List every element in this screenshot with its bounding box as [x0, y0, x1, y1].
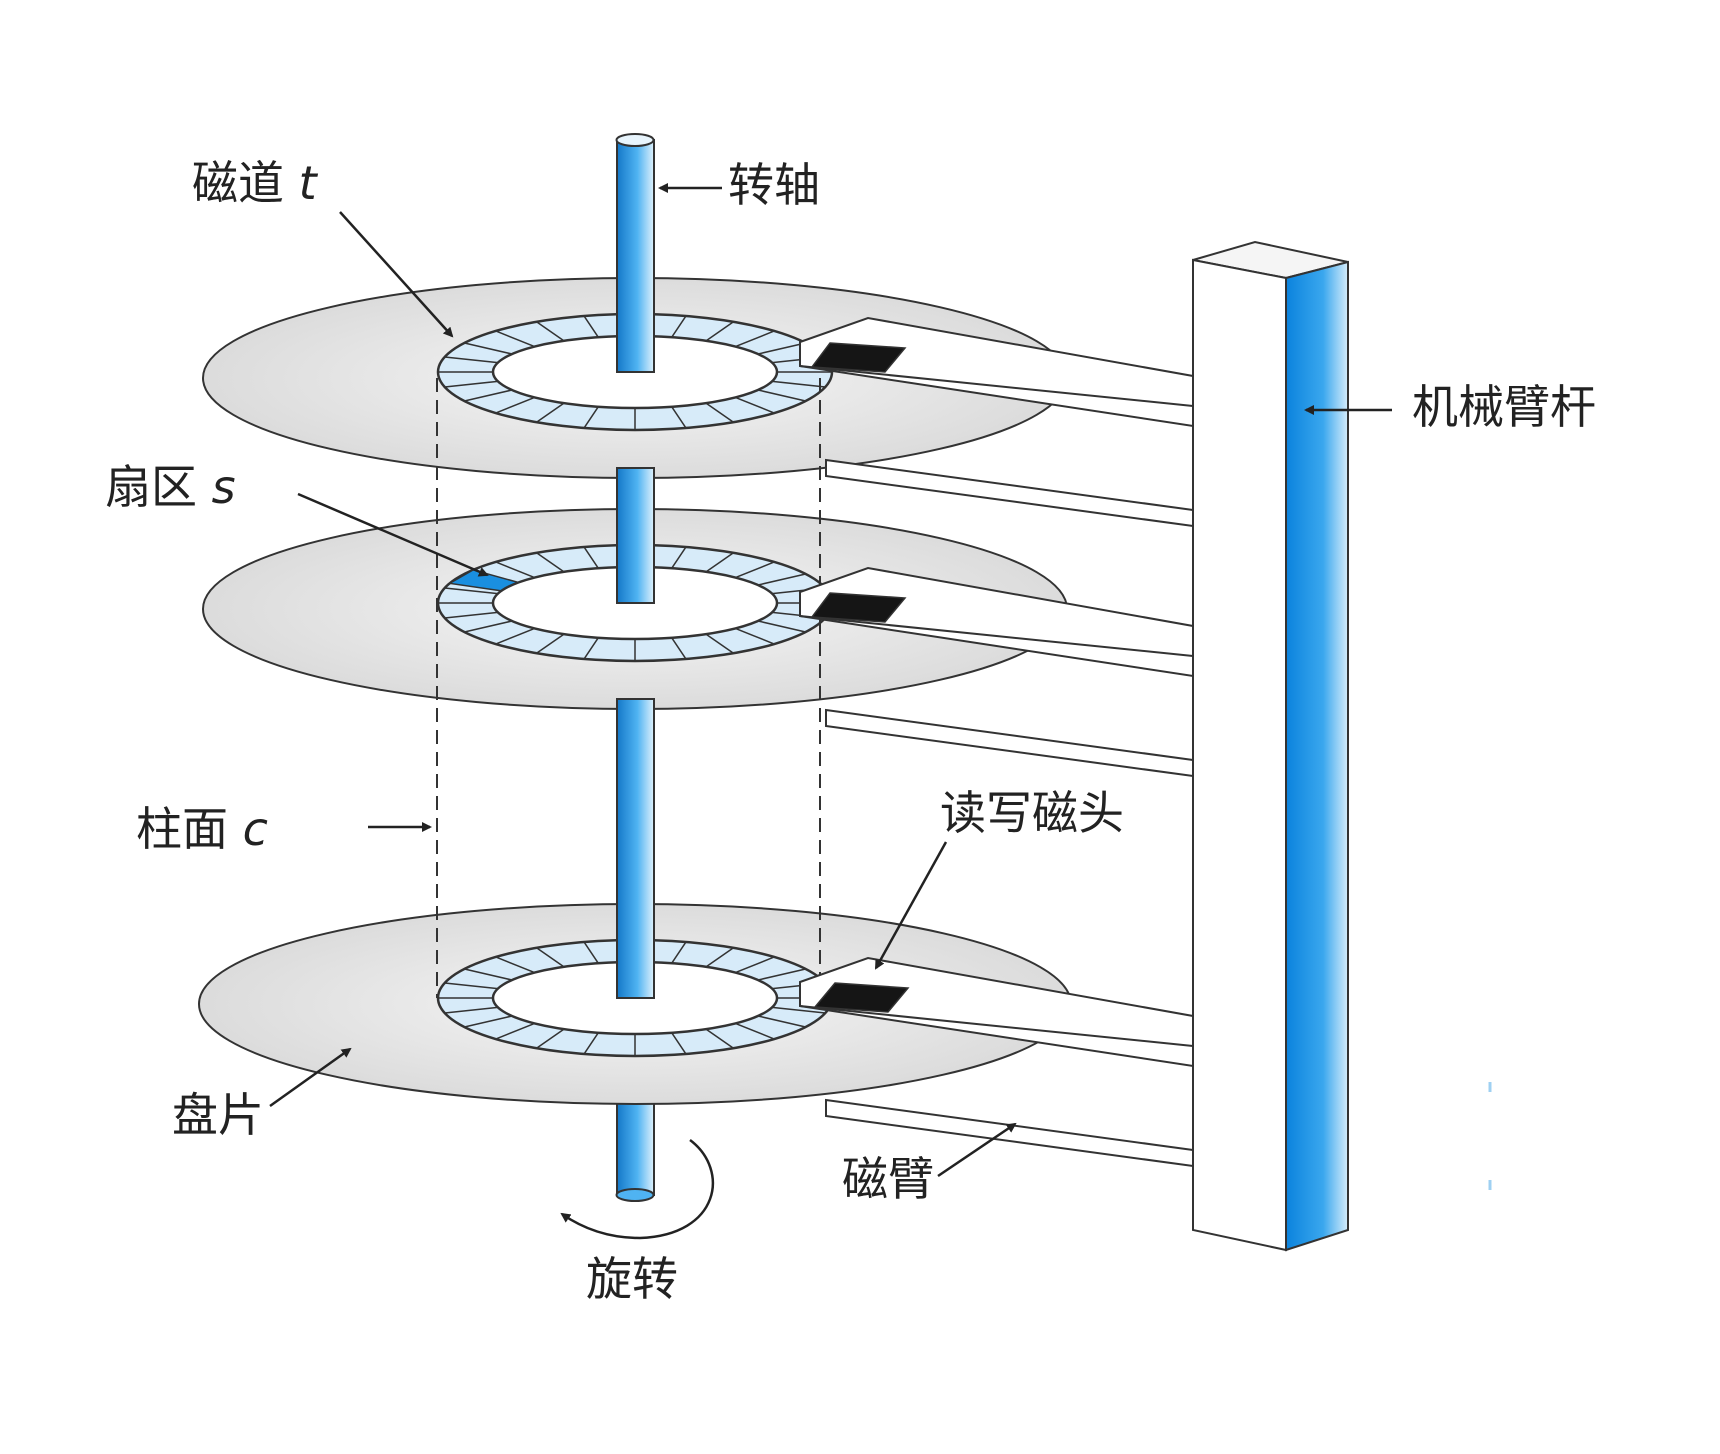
track-arrow: [339, 211, 454, 338]
arm-1: [799, 316, 1194, 528]
label-actuator: 机械臂杆: [1412, 380, 1596, 434]
sector-divider: [583, 546, 599, 569]
sector-divider: [735, 956, 775, 974]
sector-divider: [735, 1022, 775, 1040]
sector-divider: [705, 947, 734, 968]
sector-divider: [757, 342, 806, 355]
platter-3: [198, 698, 1072, 1105]
read-write-head: [810, 592, 907, 623]
sector-divider: [705, 552, 734, 573]
label-spindle: 转轴: [728, 158, 820, 212]
sector-divider: [464, 342, 513, 355]
sector-divider: [495, 330, 535, 348]
platter-2: [202, 467, 1068, 710]
sector-divider: [444, 982, 498, 990]
label-arm: 磁臂: [842, 1152, 934, 1206]
sector-divider: [705, 633, 734, 654]
spindle-segment: [616, 698, 655, 999]
sector-divider: [757, 620, 806, 633]
read-write-head: [810, 342, 907, 373]
arm-arrow: [937, 1122, 1017, 1178]
platter-stack: [198, 133, 1072, 1202]
sector-divider: [536, 633, 565, 654]
label-rotation: 旋转: [586, 1252, 678, 1306]
sector-divider: [671, 941, 687, 964]
sector-divider: [583, 941, 599, 964]
sector-divider: [735, 330, 775, 348]
sector-divider: [671, 546, 687, 569]
sector-divider: [705, 402, 734, 423]
sector-divider: [583, 1032, 599, 1055]
spindle-segment: [616, 139, 655, 373]
sector-divider: [464, 1015, 513, 1028]
label-cylinder: 柱面 c: [136, 802, 268, 856]
sector-divider: [583, 315, 599, 338]
sector-divider: [671, 637, 687, 660]
sector-divider: [536, 1028, 565, 1049]
spindle-end: [615, 1188, 655, 1202]
arm-edge: [799, 365, 1194, 407]
sector-divider: [444, 356, 498, 364]
sector-divider: [772, 1006, 826, 1014]
sector-divider: [583, 406, 599, 429]
sector-divider: [757, 968, 806, 981]
sector-divider: [583, 637, 599, 660]
spindle-segment: [616, 467, 655, 604]
post-side-face: [1285, 260, 1349, 1252]
sector-divider: [495, 956, 535, 974]
sector-divider: [444, 1006, 498, 1014]
sector-divider: [495, 561, 535, 579]
sector-divider: [757, 389, 806, 402]
sector-divider: [735, 396, 775, 414]
sector-divider: [671, 315, 687, 338]
sector-divider: [772, 380, 826, 388]
rotation-arrow: [560, 1139, 715, 1240]
sector-divider: [495, 1022, 535, 1040]
sector-divider: [735, 627, 775, 645]
sector-divider: [536, 947, 565, 968]
sector-divider: [536, 552, 565, 573]
sector-divider: [444, 611, 498, 619]
label-sector: 扇区 s: [105, 460, 236, 514]
arm-assembly: [799, 316, 1194, 1168]
lower-arm: [825, 458, 1194, 528]
sector-divider: [671, 1032, 687, 1055]
annotation-arrows: [269, 183, 1492, 1240]
sector-divider: [705, 321, 734, 342]
arm-edge: [799, 1005, 1194, 1047]
sector-divider: [536, 321, 565, 342]
spindle-top: [615, 133, 655, 147]
sector-divider: [464, 620, 513, 633]
platter-arrow: [269, 1047, 352, 1108]
sector-divider: [464, 389, 513, 402]
sector-divider: [757, 1015, 806, 1028]
sector-divider: [705, 1028, 734, 1049]
sector-divider: [495, 396, 535, 414]
sector-divider: [735, 561, 775, 579]
sector-divider: [444, 587, 498, 595]
label-track: 磁道 t: [192, 156, 317, 210]
actuator-post: [1192, 240, 1349, 1252]
arm-edge: [799, 615, 1194, 657]
head-arrow: [874, 841, 948, 970]
label-head: 读写磁头: [940, 786, 1124, 840]
read-write-head: [813, 982, 910, 1013]
sector-divider: [444, 380, 498, 388]
sector-divider: [464, 968, 513, 981]
arm-3: [799, 956, 1194, 1168]
sector-divider: [757, 573, 806, 586]
platter-1: [202, 133, 1068, 479]
sector-divider: [495, 627, 535, 645]
lower-arm: [825, 708, 1194, 778]
sector-divider: [536, 402, 565, 423]
sector-arrow: [297, 492, 489, 577]
post-front-face: [1192, 258, 1287, 1252]
label-platter: 盘片: [172, 1088, 264, 1142]
sector-divider: [671, 406, 687, 429]
